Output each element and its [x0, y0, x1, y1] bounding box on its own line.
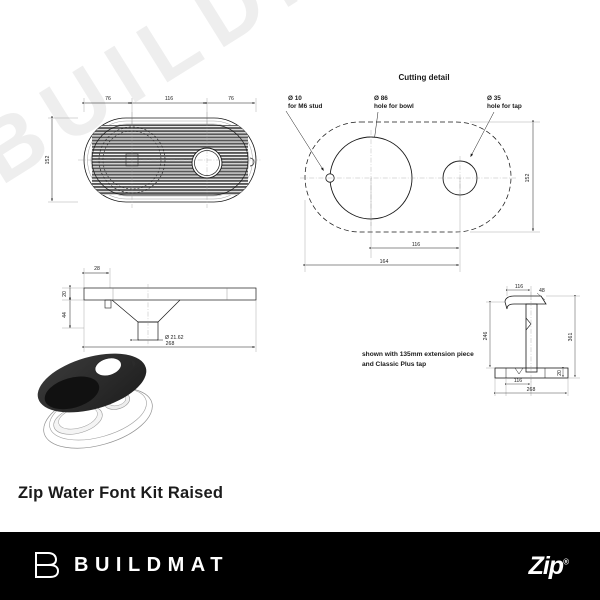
svg-text:268: 268 — [527, 387, 536, 393]
svg-text:hole for bowl: hole for bowl — [374, 103, 414, 110]
svg-text:20: 20 — [557, 370, 563, 376]
svg-text:20: 20 — [62, 291, 68, 297]
svg-text:48: 48 — [539, 288, 545, 294]
page-title: Zip Water Font Kit Raised — [18, 484, 224, 502]
svg-text:116: 116 — [514, 378, 522, 384]
svg-text:152: 152 — [45, 156, 51, 165]
svg-text:28: 28 — [94, 266, 100, 272]
svg-text:268: 268 — [166, 341, 175, 347]
tap-elevation-group: 116 48 246 361 20 — [362, 284, 580, 396]
svg-text:76: 76 — [105, 96, 111, 102]
svg-text:116: 116 — [165, 96, 173, 102]
tap-caption-line-1: shown with 135mm extension piece — [362, 351, 474, 358]
cutting-detail-group: Cutting detail Ø 10 for M6 stud Ø 86 hol… — [285, 73, 540, 272]
svg-text:246: 246 — [483, 332, 489, 341]
svg-text:Ø 35: Ø 35 — [487, 95, 501, 102]
svg-text:Ø 10: Ø 10 — [288, 95, 302, 102]
isometric-view-group — [37, 353, 153, 449]
svg-text:Cutting detail: Cutting detail — [398, 73, 449, 82]
svg-text:361: 361 — [568, 333, 574, 342]
svg-text:76: 76 — [228, 96, 234, 102]
tap-caption-line-2: and Classic Plus tap — [362, 361, 426, 368]
svg-text:Ø 21.62: Ø 21.62 — [165, 335, 184, 341]
svg-text:116: 116 — [515, 284, 523, 290]
buildmat-logo: BUILDMAT — [33, 550, 229, 580]
section-view-group: 28 20 44 Ø 21.62 — [62, 266, 257, 352]
svg-text:44: 44 — [62, 312, 68, 318]
svg-text:164: 164 — [380, 259, 389, 265]
svg-text:hole for tap: hole for tap — [487, 103, 522, 110]
footer-bar: BUILDMAT Zip® — [0, 532, 600, 600]
registered-mark: ® — [563, 557, 569, 567]
svg-text:Ø 86: Ø 86 — [374, 95, 388, 102]
buildmat-logo-icon — [35, 552, 60, 578]
buildmat-wordmark: BUILDMAT — [74, 554, 229, 576]
zip-logo: Zip® — [528, 552, 569, 580]
zip-wordmark: Zip — [528, 552, 564, 580]
svg-text:116: 116 — [412, 242, 420, 248]
plan-view-group: 76 116 76 152 — [45, 96, 262, 208]
technical-drawing: 76 116 76 152 — [37, 73, 580, 449]
svg-text:152: 152 — [525, 174, 531, 183]
svg-text:for M6 stud: for M6 stud — [288, 103, 323, 110]
